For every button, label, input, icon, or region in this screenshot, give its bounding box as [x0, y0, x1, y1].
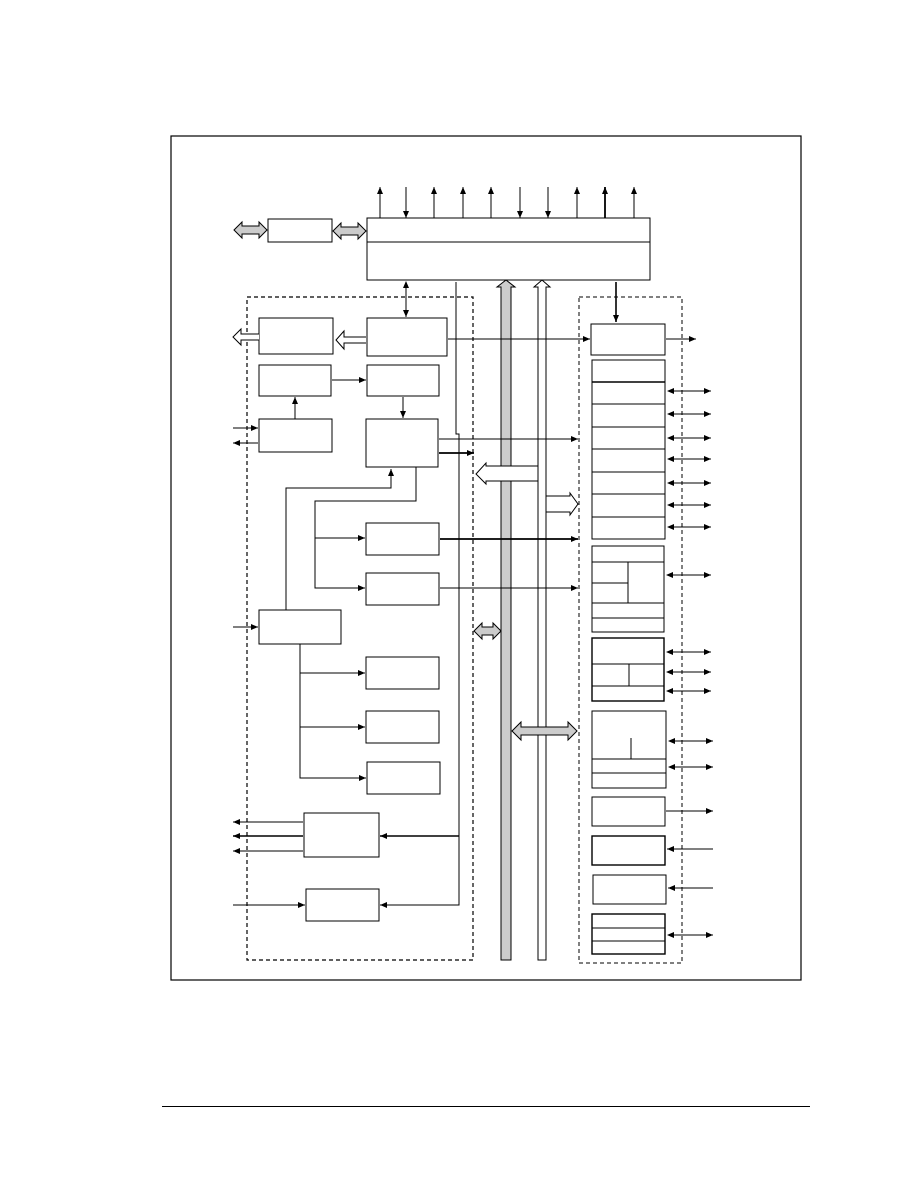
block-center-6 [365, 656, 440, 690]
block-center-8 [366, 761, 441, 795]
right-side-pins [666, 388, 713, 938]
dashed-peripheral-region [578, 296, 683, 964]
white-bus-secondary [532, 279, 552, 961]
gray-bus-tap-right [511, 720, 578, 742]
dashed-core-region [246, 296, 474, 961]
peripheral-block-4 [591, 637, 665, 702]
block-left-3 [258, 418, 333, 453]
block-left-4 [258, 609, 342, 645]
peripheral-block-5 [591, 710, 667, 789]
peripheral-block-4-dividers [592, 663, 664, 687]
peripheral-block-2-dividers [592, 381, 665, 518]
block-center-7 [365, 710, 440, 744]
block-center-5 [365, 572, 440, 606]
top-pins [377, 187, 637, 218]
block-center-10 [305, 888, 380, 922]
peripheral-block-8 [592, 874, 667, 905]
block-center-4 [365, 522, 440, 556]
peripheral-block-9-dividers [592, 927, 665, 942]
top-left-block [267, 218, 333, 243]
peripheral-block-3-dividers [592, 561, 664, 619]
peripheral-block-7 [591, 835, 666, 866]
peripheral-block-9 [591, 913, 666, 955]
block-center-1 [366, 317, 448, 357]
bus-branch-to-left [475, 461, 539, 486]
core-connections [232, 281, 696, 908]
block-center-3 [365, 418, 439, 468]
block-center-2 [366, 364, 440, 397]
top-block [366, 217, 651, 281]
bus-branch-to-right [545, 491, 579, 517]
wide-arrow-left-io [233, 220, 268, 240]
footer-rule [162, 1106, 810, 1107]
peripheral-block-1 [590, 323, 666, 356]
block-left-1 [258, 317, 334, 355]
gray-bus-main [495, 279, 517, 961]
block-center-9 [303, 812, 380, 858]
block-left-2 [258, 364, 332, 397]
peripheral-block-6 [591, 796, 666, 827]
peripheral-block-5-dividers [592, 738, 666, 774]
outer-frame [170, 135, 802, 981]
wide-arrow-to-top-block [332, 221, 367, 241]
gray-bus-tap-left [473, 621, 502, 641]
